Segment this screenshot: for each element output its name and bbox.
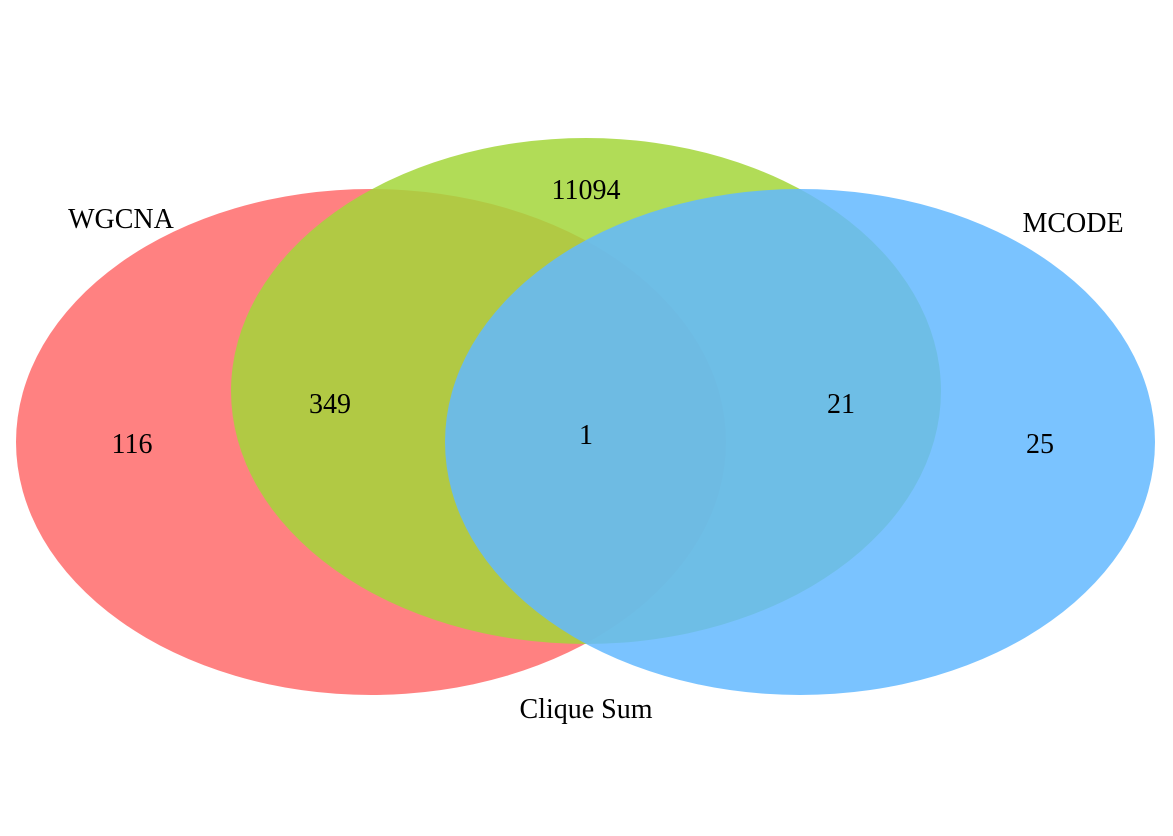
mcode-only-count: 25 — [1026, 429, 1054, 460]
wgcna-only-count: 116 — [112, 429, 153, 460]
mcode-set-ellipse — [445, 189, 1155, 695]
clique-sum-label: Clique Sum — [519, 694, 652, 725]
wgcna-clique-sum-count: 349 — [309, 389, 351, 420]
mcode-label: MCODE — [1022, 208, 1123, 239]
clique-sum-mcode-count: 21 — [827, 389, 855, 420]
wgcna-label: WGCNA — [68, 204, 175, 235]
clique-sum-only-count: 11094 — [552, 175, 621, 206]
all-three-count: 1 — [579, 420, 593, 451]
